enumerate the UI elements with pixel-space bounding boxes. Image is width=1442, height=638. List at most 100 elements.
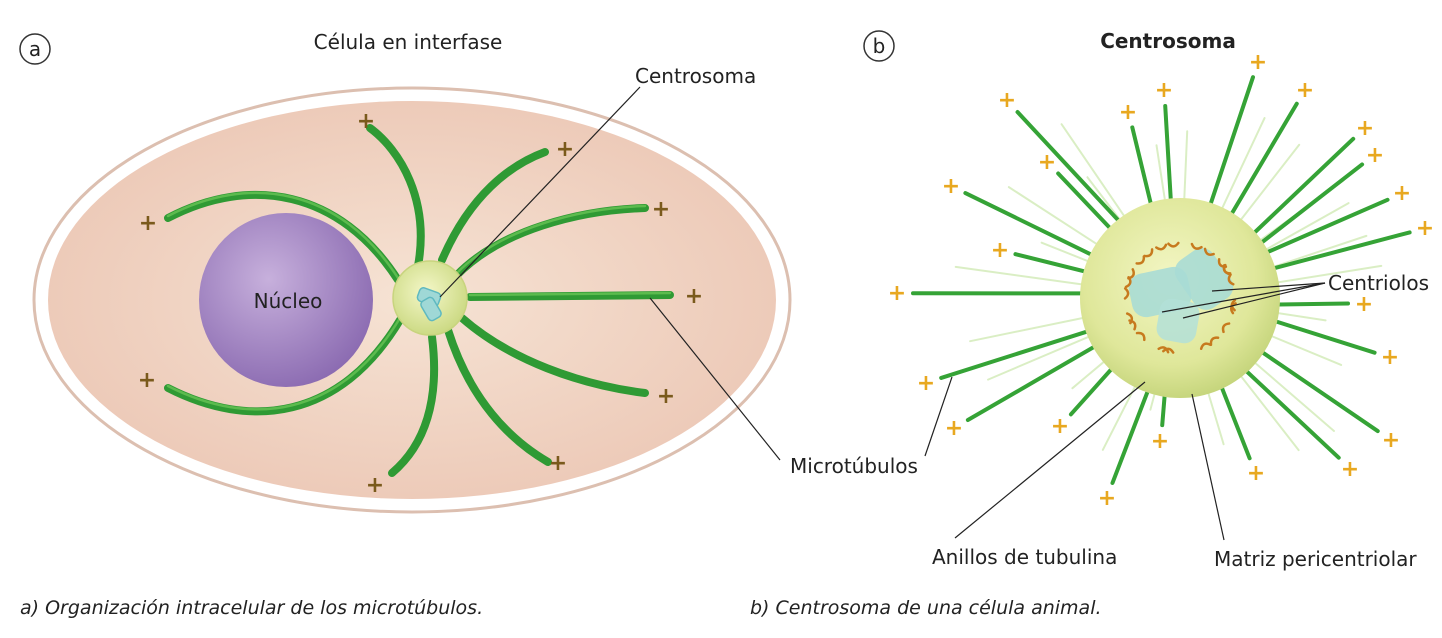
microtubule-highlight [468,291,672,297]
faint-microtubule [1182,130,1189,210]
faint-microtubule [1204,383,1225,446]
faint-microtubule [1234,143,1301,228]
tubulin-ring [1203,247,1215,256]
centrioles-leader-line [1161,282,1326,313]
microtubules-leader-line [649,297,781,461]
panel-b-badge-circle [863,30,895,62]
panel-b-badge: b [873,34,886,58]
microtubule [452,204,649,280]
microtubule [438,148,549,264]
microtubule [388,333,439,477]
centriole [1156,298,1200,344]
plus-end: + [1247,461,1265,486]
centrosome-label: Centrosoma [635,64,756,88]
pcm-leader-line [1191,393,1225,541]
centrioles-leader-line [1211,282,1326,292]
faint-microtubule [1257,202,1350,255]
tubulin-ring [1157,346,1170,354]
plus-end: + [1381,345,1399,370]
plus-end: + [685,284,703,309]
microtubule [164,190,402,284]
microtubules-label: Microtúbulos [790,454,918,478]
plus-end: + [991,238,1009,263]
plus-end: + [652,197,670,222]
microtubule [444,326,552,466]
tubulin-ring [1190,242,1203,250]
plus-end: + [1296,78,1314,103]
faint-microtubule [1262,331,1343,366]
plus-end: + [942,174,960,199]
centrioles-label: Centriolos [1328,271,1429,295]
faint-microtubule [1264,234,1368,271]
plus-end: + [1382,428,1400,453]
tubulin-ring [1162,347,1175,354]
panel-b-caption: b) Centrosoma de una célula animal. [750,597,1102,619]
tubulin-ring [1167,241,1180,248]
plus-end: + [1151,429,1169,454]
plus-end: + [888,281,906,306]
panel-a-title: Célula en interfase [314,30,503,54]
plus-end: + [1341,457,1359,482]
faint-microtubule [1267,264,1383,285]
panel-b: b Centrosoma +++++++++++++++++++++++ Cen… [750,29,1434,619]
plus-end: + [1051,414,1069,439]
plus-end: + [138,368,156,393]
plus-end: + [1355,292,1373,317]
tubulin-ring [1143,248,1154,258]
tubulin-rings-label: Anillos de tubulina [932,545,1117,569]
microtubule [366,124,425,270]
tubulin-ring [1229,302,1237,315]
microtubule-highlight [166,191,400,280]
faint-microtubule [1007,186,1106,251]
panel-a-badge-circle [19,33,51,65]
tubulin-rings-leader-line [954,381,1146,539]
plus-end: + [1119,100,1137,125]
microtubule [458,314,649,397]
faint-rays [954,117,1383,452]
plus-end: + [1249,50,1267,75]
centrosome-leader-line [439,86,641,298]
plus-end: + [549,451,567,476]
tubulin-ring [1199,342,1212,351]
faint-microtubule [1247,355,1335,432]
plus-end: + [1366,143,1384,168]
tubulin-rings [1123,241,1237,354]
faint-microtubule [954,265,1092,287]
plus-end: + [1155,78,1173,103]
microtubules-a [164,124,674,477]
tubulin-ring [1155,243,1168,251]
tubulin-ring [1135,255,1146,265]
centrioles-leader-line [1182,282,1326,319]
nucleus [199,213,373,387]
panel-a-badge: a [29,37,41,61]
panel-a: a Célula en interfase Núcleo [19,30,918,619]
tubulin-ring [1128,319,1137,331]
faint-microtubule [1155,144,1168,211]
nucleus-label: Núcleo [254,289,323,313]
faint-microtubule [987,332,1099,381]
tubulin-ring [1223,263,1231,276]
plus-end: + [366,473,384,498]
plus-signs-b: +++++++++++++++++++++++ [888,50,1434,511]
faint-microtubule [1234,367,1300,452]
microtubules-a-highlight [166,191,672,411]
tubulin-ring [1124,276,1132,289]
faint-microtubule [1060,123,1131,225]
panel-a-caption: a) Organización intracelular de los micr… [20,597,483,619]
tubulin-ring [1227,273,1235,286]
plus-end: + [917,371,935,396]
microtubule-highlight [166,316,402,411]
faint-microtubule [1101,377,1141,451]
tubulin-ring [1221,322,1231,334]
centriole-a [420,296,442,322]
faint-microtubule [969,315,1093,343]
plus-end: + [139,211,157,236]
plus-end: + [1098,486,1116,511]
plus-end: + [657,384,675,409]
plus-end: + [1393,181,1411,206]
tubulin-ring [1123,287,1130,300]
microtubule-highlight [454,204,647,276]
panel-b-title: Centrosoma [1100,29,1236,53]
